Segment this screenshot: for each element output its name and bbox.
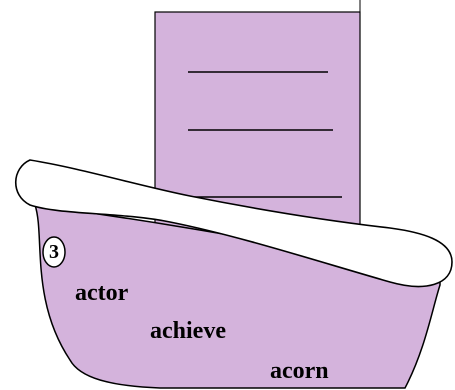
spelling-word-acorn: acorn [270,358,329,384]
number-badge-label: 3 [49,241,59,263]
spelling-word-actor: actor [75,280,129,306]
boat-rim [15,159,453,288]
number-badge [42,236,66,268]
spelling-word-achieve: achieve [150,318,226,344]
